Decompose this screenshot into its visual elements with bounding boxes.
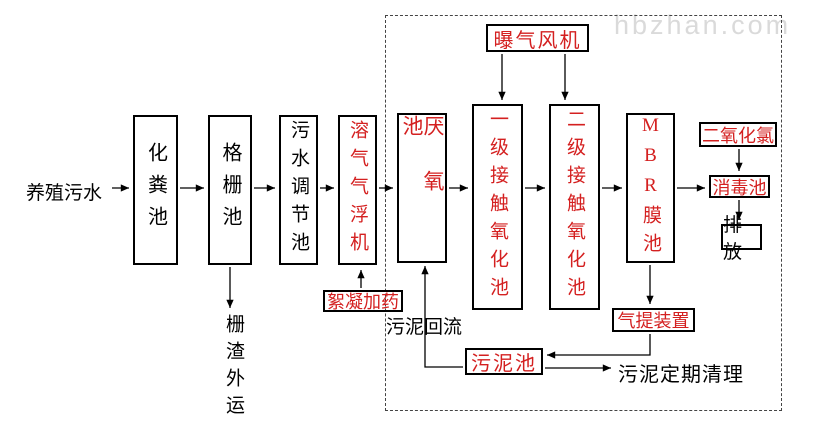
line-sludge-return-to-anaerobic bbox=[421, 266, 463, 368]
screen-residue-text: 栅渣外运 bbox=[223, 314, 244, 422]
contact-oxidation-2-box: 二级接触氧化池 bbox=[549, 104, 600, 310]
chlorine-dioxide-box: 二氧化氯 bbox=[699, 122, 777, 147]
disinfection-tank-box: 消毒池 bbox=[709, 175, 770, 198]
regulating-tank-label: 污水调节池 bbox=[288, 120, 309, 260]
sludge-return-label: 污泥回流 bbox=[386, 317, 463, 338]
mbr-tank-label: MBR膜池 bbox=[640, 115, 661, 261]
airlift-device-box: 气提装置 bbox=[612, 308, 695, 332]
contact-oxidation-1-box: 一级接触氧化池 bbox=[472, 104, 523, 310]
discharge-box: 排放 bbox=[721, 215, 762, 263]
contact-oxidation-1-label: 一级接触氧化池 bbox=[487, 109, 508, 305]
sludge-tank-label: 污泥池 bbox=[471, 353, 537, 375]
mbr-tank-box: MBR膜池 bbox=[626, 113, 675, 263]
anaerobic-tank-label: 厌氧池 bbox=[400, 115, 445, 225]
septic-tank-box: 化粪池 bbox=[133, 115, 178, 265]
disinfection-tank-label: 消毒池 bbox=[712, 177, 767, 198]
system-boundary-dashed-box bbox=[385, 15, 782, 411]
chlorine-dioxide-label: 二氧化氯 bbox=[702, 125, 774, 146]
daf-unit-box: 溶气气浮机 bbox=[338, 115, 377, 265]
screen-residue-label: 栅渣外运 bbox=[223, 314, 244, 428]
contact-oxidation-2-label: 二级接触氧化池 bbox=[564, 109, 585, 305]
aeration-blower-box: 曝气风机 bbox=[486, 24, 589, 52]
line-airlift-to-sludge-tank bbox=[547, 334, 651, 359]
daf-unit-label: 溶气气浮机 bbox=[347, 120, 368, 260]
sludge-tank-box: 污泥池 bbox=[465, 348, 543, 375]
influent-label: 养殖污水 bbox=[26, 183, 103, 204]
airlift-device-label: 气提装置 bbox=[617, 311, 690, 331]
screen-tank-label: 格栅池 bbox=[219, 142, 241, 238]
flocculant-dosing-label: 絮凝加药 bbox=[327, 292, 399, 312]
aeration-blower-label: 曝气风机 bbox=[493, 29, 582, 52]
anaerobic-tank-box: 厌氧池 bbox=[397, 113, 447, 263]
screen-tank-box: 格栅池 bbox=[208, 115, 252, 265]
discharge-label: 排放 bbox=[723, 215, 743, 263]
septic-tank-label: 化粪池 bbox=[144, 142, 167, 238]
sludge-disposal-label: 污泥定期清理 bbox=[618, 364, 744, 386]
regulating-tank-box: 污水调节池 bbox=[279, 115, 318, 265]
flocculant-dosing-box: 絮凝加药 bbox=[323, 290, 403, 312]
